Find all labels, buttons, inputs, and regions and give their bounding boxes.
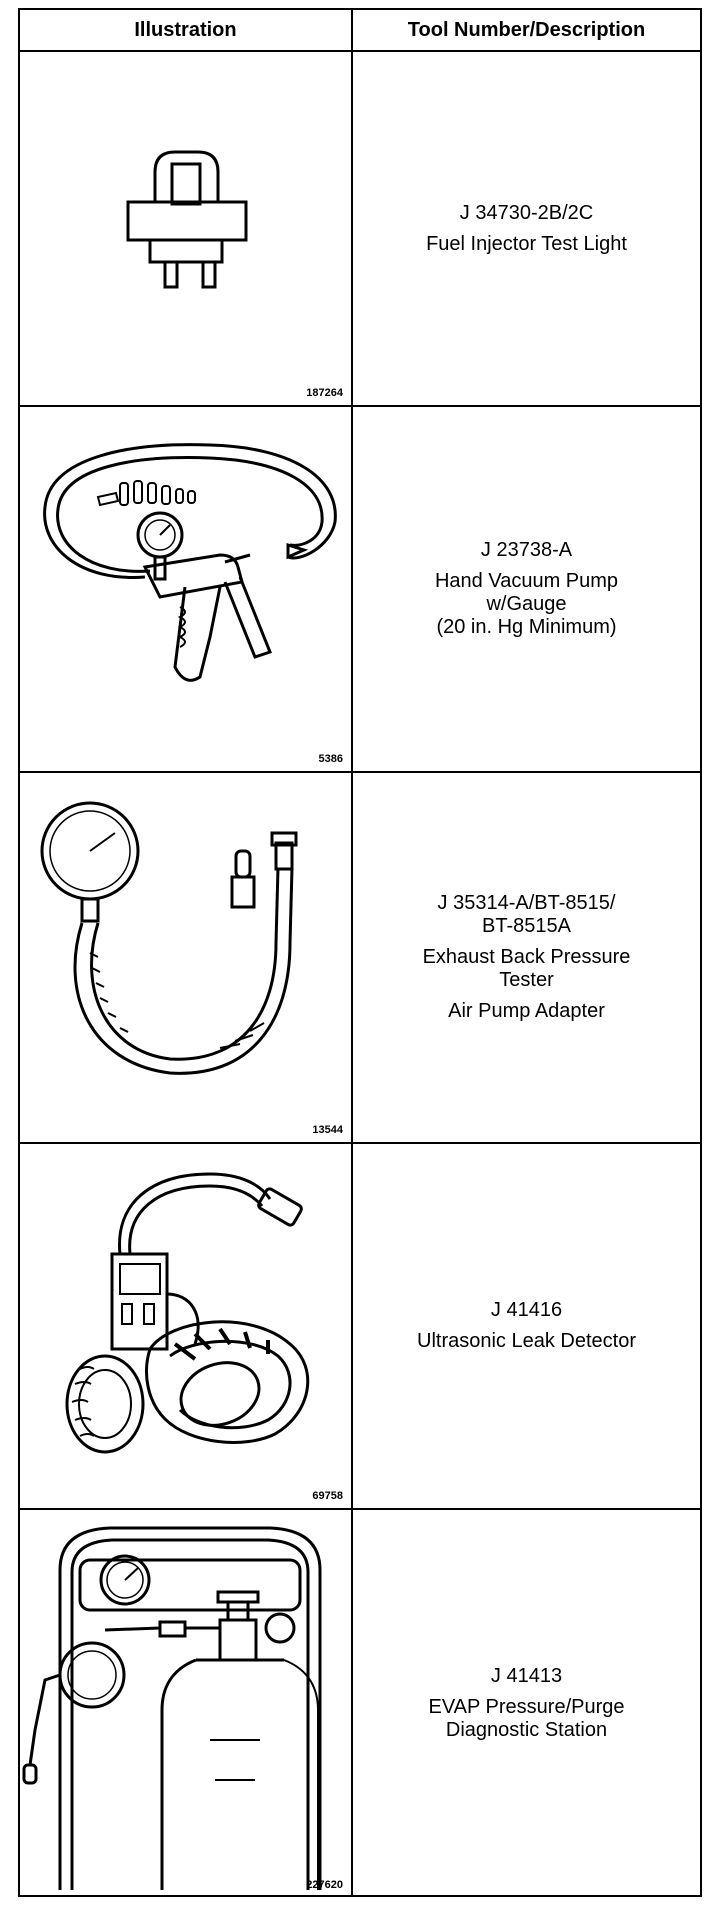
tool-name-line: Air Pump Adapter xyxy=(448,1000,605,1022)
table-row: 5386 J 23738-A Hand Vacuum Pump w/Gauge … xyxy=(20,407,700,773)
illustration-cell: 69758 xyxy=(20,1144,353,1508)
illustration-cell: 13544 xyxy=(20,773,353,1142)
table-row: 187264 J 34730-2B/2C Fuel Injector Test … xyxy=(20,52,700,407)
illustration-cell: 187264 xyxy=(20,52,353,405)
tool-number-cont: BT-8515A xyxy=(482,915,571,937)
table-row: 227620 J 41413 EVAP Pressure/Purge Diagn… xyxy=(20,1510,700,1897)
illustration-cell: 5386 xyxy=(20,407,353,771)
exhaust-back-pressure-tester-drawing xyxy=(40,801,298,1075)
tool-name-line: Hand Vacuum Pump xyxy=(434,570,619,592)
tool-name: Fuel Injector Test Light xyxy=(426,232,627,255)
illustration-header: Illustration xyxy=(20,10,353,50)
tool-name-line: EVAP Pressure/Purge xyxy=(428,1696,625,1718)
table-row: 13544 J 35314-A/BT-8515/ BT-8515A Exhaus… xyxy=(20,773,700,1144)
tool-number: J 23738-A xyxy=(480,539,573,561)
figure-number: 69758 xyxy=(312,1490,343,1502)
tool-name-line: w/Gauge xyxy=(486,593,567,615)
figure-number: 187264 xyxy=(306,387,343,399)
tool-name-line: Exhaust Back Pressure xyxy=(422,946,631,968)
tool-table: Illustration Tool Number/Description 187… xyxy=(18,8,702,1897)
figure-number: 5386 xyxy=(318,753,343,765)
tool-number: J 34730-2B/2C xyxy=(459,201,594,224)
figure-number: 227620 xyxy=(306,1879,343,1891)
tool-name: Ultrasonic Leak Detector xyxy=(417,1330,636,1352)
tool-name-line: Diagnostic Station xyxy=(445,1719,608,1741)
figure-number: 13544 xyxy=(312,1124,343,1136)
tool-name-line: Tester xyxy=(499,969,554,991)
table-header: Illustration Tool Number/Description xyxy=(20,10,700,52)
tool-name-line: (20 in. Hg Minimum) xyxy=(436,616,617,638)
tool-description: J 35314-A/BT-8515/ BT-8515A Exhaust Back… xyxy=(353,773,700,1142)
tool-number: J 41413 xyxy=(490,1665,563,1687)
fuel-injector-test-light-drawing xyxy=(126,150,248,289)
evap-diagnostic-station-drawing xyxy=(22,1526,322,1890)
tool-description: J 41413 EVAP Pressure/Purge Diagnostic S… xyxy=(353,1510,700,1897)
tool-description: J 23738-A Hand Vacuum Pump w/Gauge (20 i… xyxy=(353,407,700,771)
tool-description: J 34730-2B/2C Fuel Injector Test Light xyxy=(353,52,700,405)
tool-description: J 41416 Ultrasonic Leak Detector xyxy=(353,1144,700,1508)
tool-number: J 41416 xyxy=(490,1299,563,1321)
ultrasonic-leak-detector-drawing xyxy=(65,1172,310,1454)
tool-number: J 35314-A/BT-8515/ xyxy=(437,892,616,914)
hand-vacuum-pump-drawing xyxy=(43,443,337,682)
tool-header: Tool Number/Description xyxy=(407,18,646,41)
illustration-cell: 227620 xyxy=(20,1510,353,1897)
table-row: 69758 J 41416 Ultrasonic Leak Detector xyxy=(20,1144,700,1510)
